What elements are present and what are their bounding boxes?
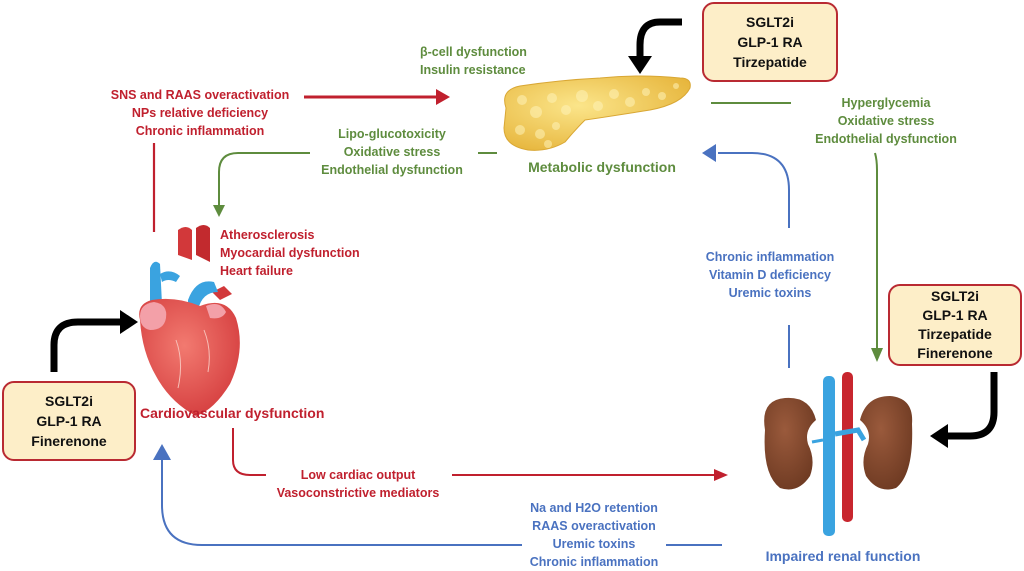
arrow-metabolic-to-cardio bbox=[218, 152, 310, 208]
pathway-text: RAAS overactivation bbox=[532, 519, 656, 533]
cardio-title: Cardiovascular dysfunction bbox=[140, 405, 325, 421]
pathway-text: Low cardiac output bbox=[300, 468, 416, 482]
metabolic-effects: β-cell dysfunction Insulin resistance bbox=[420, 43, 550, 79]
pathway-metabolic-to-renal: Hyperglycemia Oxidative stress Endotheli… bbox=[804, 94, 968, 148]
pathway-text: Uremic toxins bbox=[728, 286, 812, 300]
therapy-item: Tirzepatide bbox=[918, 326, 992, 342]
arrow-metabolic-to-renal bbox=[874, 152, 878, 350]
pathway-cardio-to-metabolic: SNS and RAAS overactivation NPs relative… bbox=[100, 86, 300, 140]
therapy-box-cardio: SGLT2i GLP-1 RA Finerenone bbox=[2, 381, 136, 461]
arrowhead-metabolic-to-renal bbox=[871, 348, 883, 362]
pathway-text: Chronic inflammation bbox=[135, 124, 265, 138]
therapy-arrow-metabolic bbox=[636, 18, 682, 58]
therapy-item: Tirzepatide bbox=[733, 54, 807, 70]
metabolic-title: Metabolic dysfunction bbox=[528, 159, 676, 175]
pathway-text: Endothelial dysfunction bbox=[321, 163, 463, 177]
pathway-text: Na and H2O retention bbox=[530, 501, 658, 515]
pathway-text: Vitamin D deficiency bbox=[708, 268, 832, 282]
pathway-text: Myocardial dysfunction bbox=[220, 246, 360, 260]
pathway-text: Uremic toxins bbox=[552, 537, 636, 551]
pathway-renal-to-metabolic: Chronic inflammation Vitamin D deficienc… bbox=[690, 248, 850, 302]
pathway-renal-to-cardio: Na and H2O retention RAAS overactivation… bbox=[520, 499, 668, 571]
arrowhead-renal-to-metabolic bbox=[702, 144, 716, 162]
pathway-text: Heart failure bbox=[220, 264, 293, 278]
therapy-item: Finerenone bbox=[31, 433, 107, 449]
renal-title: Impaired renal function bbox=[765, 548, 921, 564]
pathway-text: SNS and RAAS overactivation bbox=[110, 88, 290, 102]
pathway-text: Hyperglycemia bbox=[841, 96, 931, 110]
pathway-text: Chronic inflammation bbox=[529, 555, 659, 569]
therapy-item: SGLT2i bbox=[746, 14, 794, 30]
arrowhead-renal-to-cardio bbox=[153, 444, 171, 460]
pathway-text: Atherosclerosis bbox=[220, 228, 315, 242]
pathway-text: Oxidative stress bbox=[837, 114, 935, 128]
pathway-metabolic-to-cardio: Lipo-glucotoxicity Oxidative stress Endo… bbox=[310, 125, 474, 179]
therapy-arrow-cardio bbox=[50, 318, 122, 372]
pathway-cardio-to-renal: Low cardiac output Vasoconstrictive medi… bbox=[268, 466, 448, 502]
therapy-item: GLP-1 RA bbox=[737, 34, 803, 50]
heart-icon bbox=[139, 225, 240, 416]
therapy-item: GLP-1 RA bbox=[36, 413, 102, 429]
therapy-item: SGLT2i bbox=[931, 288, 979, 304]
therapy-box-renal: SGLT2i GLP-1 RA Tirzepatide Finerenone bbox=[888, 284, 1022, 366]
therapy-arrowhead-cardio bbox=[120, 310, 138, 334]
pathway-text: NPs relative deficiency bbox=[131, 106, 269, 120]
therapy-box-metabolic: SGLT2i GLP-1 RA Tirzepatide bbox=[702, 2, 838, 82]
pancreas-icon bbox=[503, 75, 691, 151]
pathway-text: Lipo-glucotoxicity bbox=[338, 127, 446, 141]
kidneys-icon bbox=[764, 372, 913, 536]
arrowhead-metabolic-to-cardio bbox=[213, 205, 225, 217]
therapy-arrowhead-renal bbox=[930, 424, 948, 448]
arrowhead-cardio-to-metabolic bbox=[436, 89, 450, 105]
arrow-cardio-to-renal-left bbox=[232, 428, 266, 476]
therapy-arrowhead-metabolic bbox=[628, 56, 652, 74]
cardio-effects: Atherosclerosis Myocardial dysfunction H… bbox=[220, 226, 380, 280]
therapy-item: SGLT2i bbox=[45, 393, 93, 409]
pathway-text: Endothelial dysfunction bbox=[815, 132, 957, 146]
arrow-renal-to-cardio bbox=[161, 458, 522, 546]
arrow-renal-to-metabolic bbox=[718, 152, 790, 228]
pathway-text: Vasoconstrictive mediators bbox=[276, 486, 440, 500]
pathway-text: Chronic inflammation bbox=[705, 250, 835, 264]
therapy-arrow-renal bbox=[946, 372, 998, 440]
therapy-item: GLP-1 RA bbox=[922, 307, 988, 323]
arrowhead-cardio-to-renal bbox=[714, 469, 728, 481]
pathway-text: Oxidative stress bbox=[343, 145, 441, 159]
pathway-text: β-cell dysfunction bbox=[420, 45, 527, 59]
pathway-text: Insulin resistance bbox=[420, 63, 526, 77]
therapy-item: Finerenone bbox=[917, 345, 993, 361]
